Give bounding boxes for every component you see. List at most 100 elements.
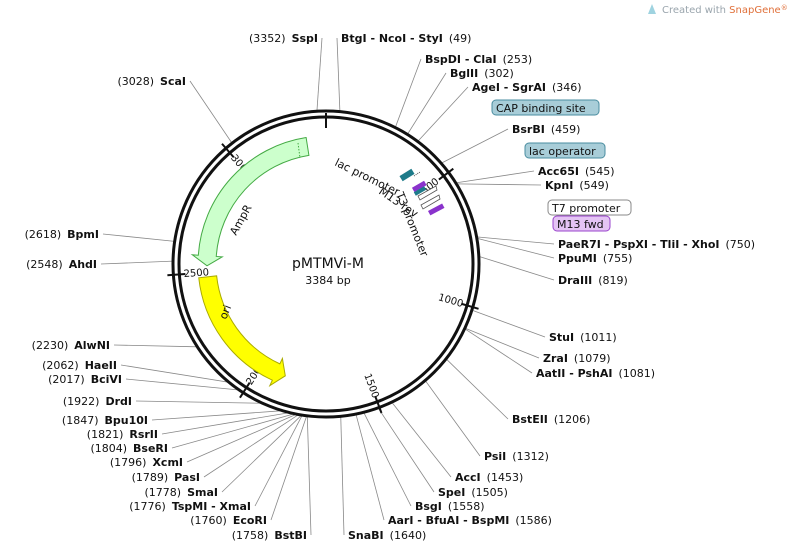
site-name: Acc65I xyxy=(538,165,579,178)
site-label[interactable]: PsiI(1312) xyxy=(484,450,549,463)
site-name: TspMI - XmaI xyxy=(172,500,251,513)
site-label[interactable]: (2548)AhdI xyxy=(26,258,97,271)
svg-text:StuI(1011): StuI(1011) xyxy=(549,331,617,344)
site-label[interactable]: (2618)BpmI xyxy=(25,228,99,241)
svg-text:(3352)SspI: (3352)SspI xyxy=(249,32,318,45)
svg-text:(1778)SmaI: (1778)SmaI xyxy=(145,486,218,499)
site-leader-line xyxy=(363,412,412,507)
site-label[interactable]: AgeI - SgrAI(346) xyxy=(472,81,582,94)
site-name: SpeI xyxy=(438,486,465,499)
site-label[interactable]: (2017)BciVI xyxy=(48,373,122,386)
t3-promoter-label: T3 promoter xyxy=(393,189,431,259)
site-leader-line xyxy=(306,415,312,536)
boxed-label-lac-operator[interactable]: lac operator xyxy=(524,142,606,159)
site-position: (1453) xyxy=(487,471,524,484)
m13-rev-glyph[interactable] xyxy=(411,180,427,193)
svg-text:SpeI(1505): SpeI(1505) xyxy=(438,486,508,499)
site-label[interactable]: (3352)SspI xyxy=(249,32,318,45)
site-label[interactable]: (1789)PasI xyxy=(132,471,200,484)
m13-fwd-glyph[interactable] xyxy=(427,203,445,216)
site-label[interactable]: (1760)EcoRI xyxy=(190,514,267,527)
site-label[interactable]: SpeI(1505) xyxy=(438,486,508,499)
site-position: (459) xyxy=(551,123,581,136)
svg-text:BstEII(1206): BstEII(1206) xyxy=(512,413,590,426)
ori-arrow[interactable] xyxy=(198,275,286,387)
svg-text:BspDI - ClaI(253): BspDI - ClaI(253) xyxy=(425,53,532,66)
site-position: (2548) xyxy=(26,258,63,271)
site-label[interactable]: BglII(302) xyxy=(450,67,514,80)
tick-mark xyxy=(221,143,235,158)
site-name: DrdI xyxy=(105,395,132,408)
site-label[interactable]: (1847)Bpu10I xyxy=(62,414,148,427)
site-label[interactable]: KpnI(549) xyxy=(545,179,609,192)
boxed-label-cap-binding-site[interactable]: CAP binding site xyxy=(491,99,600,116)
svg-text:(1760)EcoRI: (1760)EcoRI xyxy=(190,514,267,527)
site-leader-line xyxy=(189,80,233,144)
feature-ori[interactable] xyxy=(198,275,286,387)
site-label[interactable]: (1796)XcmI xyxy=(110,456,183,469)
site-label[interactable]: (1821)RsrII xyxy=(87,428,158,441)
site-label[interactable]: (1776)TspMI - XmaI xyxy=(129,500,251,513)
svg-text:AgeI - SgrAI(346): AgeI - SgrAI(346) xyxy=(472,81,582,94)
small-feature-glyphs xyxy=(399,168,445,216)
site-name: SspI xyxy=(292,32,318,45)
site-label[interactable]: BsgI(1558) xyxy=(415,500,484,513)
site-leader-line xyxy=(254,414,303,507)
site-label[interactable]: Acc65I(545) xyxy=(538,165,615,178)
site-leader-line xyxy=(476,237,555,259)
ampr-arrow[interactable] xyxy=(190,136,310,267)
boxed-label-m13-fwd[interactable]: M13 fwd xyxy=(552,215,611,232)
plasmid-size: 3384 bp xyxy=(305,274,350,287)
restriction-site-labels: (3352)SspI BtgI - NcoI - StyI(49) BspDI - … xyxy=(25,32,756,542)
site-leader-line xyxy=(151,410,283,421)
site-name: AlwNI xyxy=(74,339,110,352)
site-leader-line xyxy=(336,37,341,112)
site-leader-lines xyxy=(100,37,555,536)
site-label[interactable]: PaeR7I - PspXI - TliI - XhoI(750) xyxy=(558,238,755,251)
site-leader-line xyxy=(270,415,308,521)
site-position: (2618) xyxy=(25,228,62,241)
svg-text:(3028)ScaI: (3028)ScaI xyxy=(117,75,186,88)
site-name: BtgI - NcoI - StyI xyxy=(341,32,443,45)
site-label[interactable]: (2230)AlwNI xyxy=(32,339,110,352)
site-label[interactable]: (3028)ScaI xyxy=(117,75,186,88)
site-name: HaeII xyxy=(85,359,117,372)
site-label[interactable]: (2062)HaeII xyxy=(42,359,117,372)
site-label[interactable]: StuI(1011) xyxy=(549,331,617,344)
site-label[interactable]: ZraI(1079) xyxy=(543,352,611,365)
boxed-label-t7-promoter[interactable]: T7 promoter xyxy=(547,199,632,216)
svg-text:KpnI(549): KpnI(549) xyxy=(545,179,609,192)
site-label[interactable]: DraIII(819) xyxy=(558,274,628,287)
t3-arrow-glyph[interactable] xyxy=(420,194,441,210)
site-position: (1778) xyxy=(145,486,182,499)
site-label[interactable]: AatII - PshAI (1081) xyxy=(536,367,655,380)
ampr-dotted-mark xyxy=(297,142,301,159)
site-label[interactable]: (1778)SmaI xyxy=(145,486,218,499)
plasmid-name: pMTMVi-M xyxy=(292,256,364,272)
site-label[interactable]: SnaBI(1640) xyxy=(348,529,426,542)
t7-arrow-glyph[interactable] xyxy=(417,185,438,201)
site-position: (1558) xyxy=(448,500,485,513)
site-label[interactable]: BspDI - ClaI(253) xyxy=(425,53,532,66)
site-label[interactable]: BtgI - NcoI - StyI(49) xyxy=(341,32,471,45)
site-name: AatII - PshAI xyxy=(536,367,612,380)
site-position: (750) xyxy=(726,238,756,251)
site-label[interactable]: (1922)DrdI xyxy=(63,395,132,408)
site-label[interactable]: (1804)BseRI xyxy=(90,442,168,455)
feature-ampr[interactable] xyxy=(190,136,310,267)
site-label[interactable]: BstEII(1206) xyxy=(512,413,590,426)
site-position: (1640) xyxy=(390,529,427,542)
site-label[interactable]: BsrBI(459) xyxy=(512,123,580,136)
site-position: (1081) xyxy=(618,367,655,380)
site-label[interactable]: PpuMI(755) xyxy=(558,252,632,265)
svg-text:AatII - PshAI(1081): AatII - PshAI (1081) xyxy=(536,367,655,380)
site-label[interactable]: AarI - BfuAI - BspMI(1586) xyxy=(388,514,552,527)
lac-operator-box xyxy=(524,142,606,159)
lac-operator-glyph[interactable] xyxy=(413,186,427,196)
site-label[interactable]: AccI(1453) xyxy=(455,471,523,484)
site-leader-line xyxy=(464,327,540,359)
svg-text:PaeR7I - PspXI - TliI - XhoI(7: PaeR7I - PspXI - TliI - XhoI(750) xyxy=(558,238,755,251)
site-label[interactable]: (1758)BstBI xyxy=(232,529,307,542)
site-name: PsiI xyxy=(484,450,506,463)
lac-promoter-glyph[interactable] xyxy=(399,168,415,182)
